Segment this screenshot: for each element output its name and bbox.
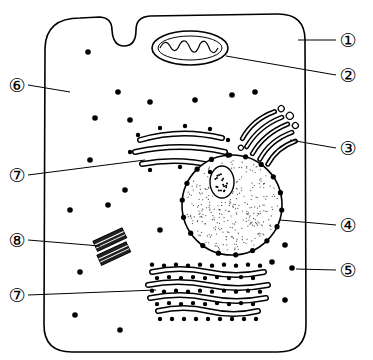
rough-endoplasmic-reticulum [148, 269, 268, 314]
callout-number: ① [339, 31, 356, 50]
callout-number: ② [339, 66, 356, 85]
callout-number: ⑦ [8, 286, 25, 305]
leader-lines [28, 40, 336, 295]
nucleus [180, 153, 285, 258]
callout-number: ③ [339, 139, 356, 158]
callout-number: ⑥ [8, 76, 25, 95]
endoplasmic-reticulum [135, 133, 225, 166]
mitochondrion [152, 31, 228, 65]
ribosomes [67, 49, 295, 333]
callout-number: ⑤ [339, 261, 356, 280]
centriole [93, 228, 131, 265]
callout-number: ⑦ [8, 166, 25, 185]
callout-number: ⑧ [8, 231, 25, 250]
cell-membrane [44, 14, 306, 352]
callout-number: ④ [339, 216, 356, 235]
